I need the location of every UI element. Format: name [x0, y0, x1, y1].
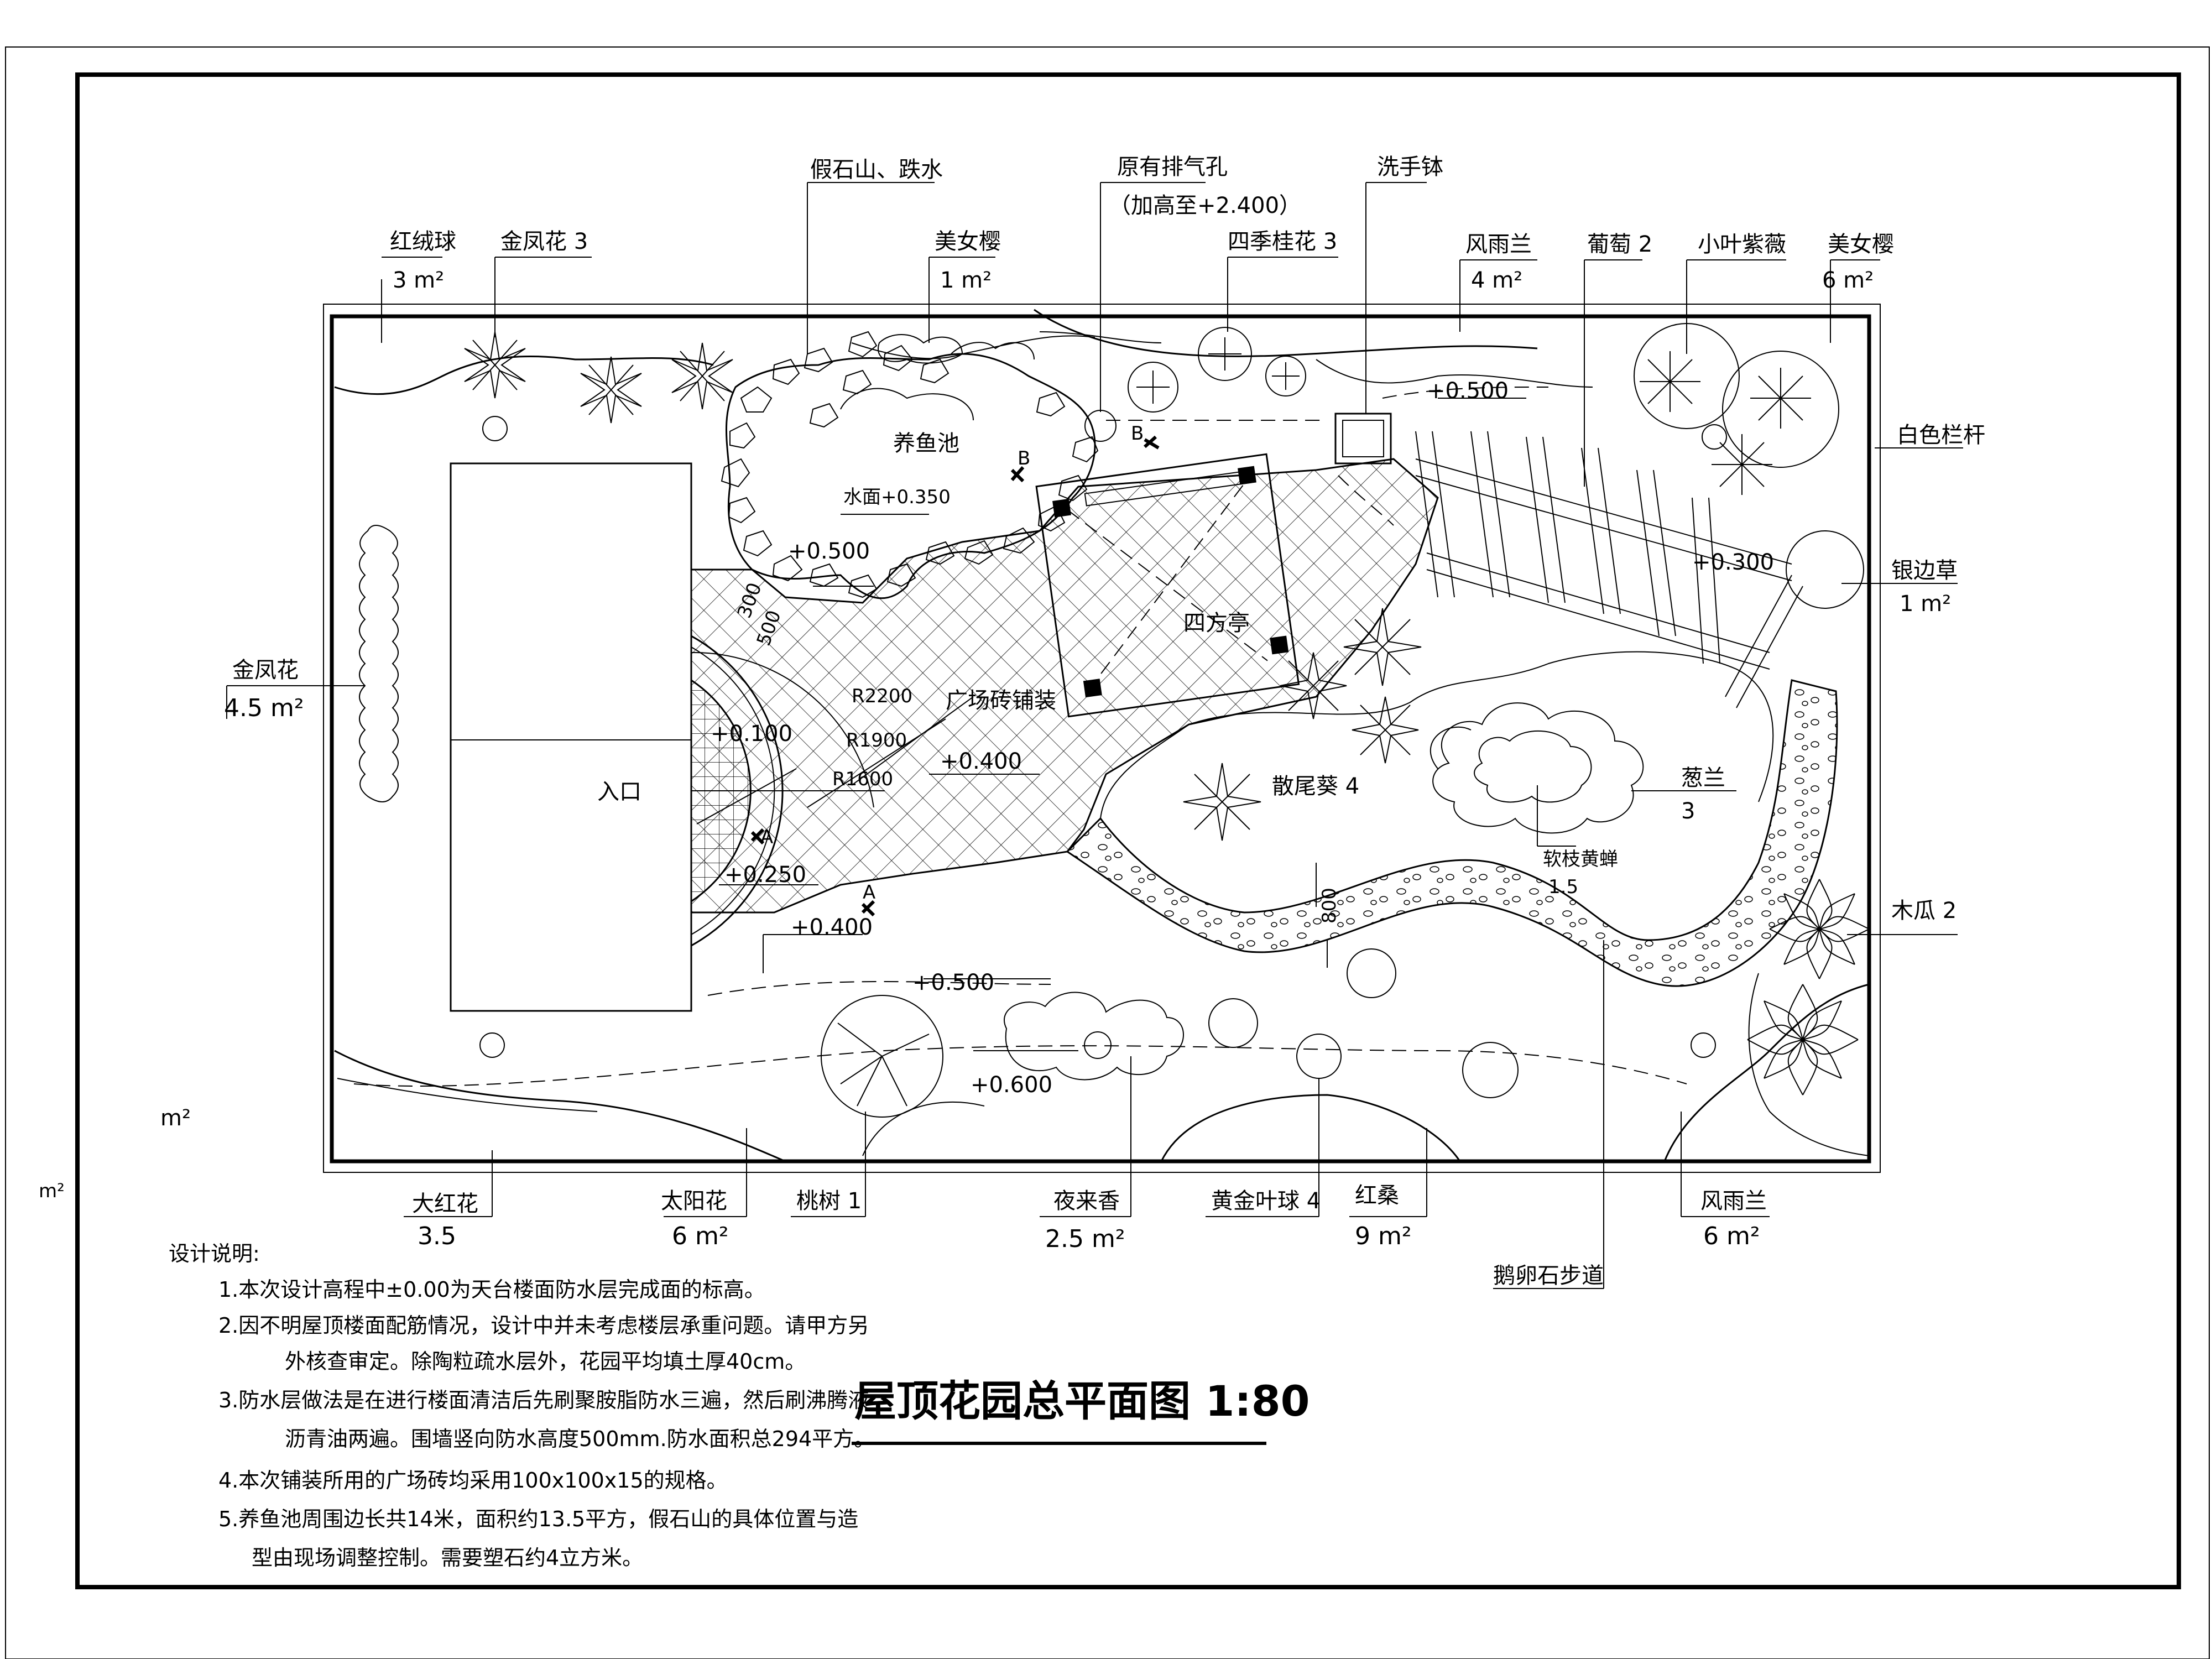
vent-hole [1084, 410, 1117, 442]
label-yelaixiang: 夜来香 [1053, 1188, 1120, 1214]
label-guangchang: 广场砖铺装 [946, 688, 1056, 713]
qty-fengyulan-top: 4 m² [1471, 268, 1522, 293]
note-2b: 外核查审定。除陶粒疏水层外，花园平均填土厚40cm。 [285, 1349, 806, 1374]
wash-basin [1334, 413, 1392, 465]
label-jinfenghua-top: 金凤花 3 [500, 229, 588, 254]
qty-meinvying-right: 6 m² [1822, 268, 1874, 293]
note-5a: 5.养鱼池周围边长共14米，面积约13.5平方，假石山的具体位置与造 [218, 1507, 858, 1531]
entrance-platform [450, 462, 692, 1012]
note-2a: 2.因不明屋顶楼面配筋情况，设计中并未考虑楼层承重问题。请甲方另 [218, 1313, 869, 1338]
elev-0600: +0.600 [971, 1072, 1052, 1098]
label-meinvying-top: 美女樱 [935, 229, 1001, 254]
label-yangyuchi: 养鱼池 [893, 431, 959, 456]
label-xiaoyeziwei: 小叶紫薇 [1698, 232, 1786, 257]
symbol-trees [464, 323, 1870, 1118]
qty-jinfenghua-left: 4.5 m² [224, 694, 304, 722]
elev-0100: +0.100 [711, 721, 792, 747]
elev-0500-pool: +0.500 [788, 539, 870, 564]
leader-lines [226, 182, 1963, 1289]
square-pavilion [1035, 453, 1300, 718]
note-3a: 3.防水层做法是在进行楼面清洁后先刷聚胺脂防水三遍，然后刷沸腾液 [218, 1388, 869, 1412]
section-a-lower: A [863, 881, 875, 904]
label-taoshu: 桃树 1 [796, 1188, 862, 1214]
label-hongsang: 红桑 [1355, 1183, 1399, 1208]
label-xishoubo: 洗手钵 [1377, 154, 1443, 180]
label-huangjinyeqiu: 黄金叶球 4 [1211, 1188, 1321, 1214]
night-jasmine-cloud [1004, 992, 1184, 1081]
labels: 红绒球 3 m² 金凤花 3 假石山、跌水 美女樱 1 m² 原有排气孔 （加高… [39, 154, 1985, 1570]
hedge-left [359, 525, 399, 802]
qty-dahonghua: 3.5 [418, 1222, 456, 1250]
elev-0400-low: +0.400 [791, 915, 873, 940]
qty-taiyanghua: 6 m² [672, 1222, 728, 1250]
dim-r1600: R1600 [832, 768, 893, 790]
label-baiselangan: 白色栏杆 [1897, 422, 1985, 448]
pebble-path [1066, 679, 1838, 987]
section-b-left: B [1018, 447, 1030, 469]
note-3b: 沥青油两遍。围墙竖向防水高度500mm.防水面积总294平方。 [285, 1427, 875, 1451]
dim-800: 800 [1318, 888, 1340, 924]
label-jinfenghua-left: 金凤花 [232, 658, 299, 683]
fish-pond-rockery [725, 353, 1096, 599]
label-dahonghua: 大红花 [412, 1191, 478, 1217]
label-sijiguihua: 四季桂花 3 [1228, 229, 1337, 254]
elev-0500-top: +0.500 [1427, 378, 1509, 404]
qty-meinvying-top: 1 m² [940, 268, 992, 293]
qty-yelaixiang: 2.5 m² [1045, 1225, 1125, 1253]
section-b-right: B [1131, 422, 1144, 445]
label-fengyulan-bottom: 风雨兰 [1700, 1188, 1767, 1214]
label-yinbiancao: 银边草 [1891, 558, 1958, 583]
notes-heading: 设计说明: [169, 1241, 260, 1266]
rockery-stones [721, 331, 1099, 598]
label-sanweikui: 散尾葵 4 [1272, 774, 1359, 799]
qty-ruanzhi: 1.5 [1548, 876, 1578, 898]
label-m2-edge: m² [39, 1180, 65, 1202]
label-mugua: 木瓜 2 [1891, 898, 1957, 924]
dim-r2200: R2200 [852, 685, 912, 707]
label-meinvying-right: 美女樱 [1828, 232, 1894, 257]
label-putao: 葡萄 2 [1587, 232, 1652, 257]
qty-conglan: 3 [1681, 799, 1695, 824]
label-taiyanghua: 太阳花 [661, 1188, 727, 1214]
label-fengyulan-top: 风雨兰 [1465, 232, 1532, 257]
label-hongrongqiu: 红绒球 [390, 229, 456, 254]
elev-0400-mid: +0.400 [940, 749, 1022, 774]
note-4: 4.本次铺装所用的广场砖均采用100x100x15的规格。 [218, 1468, 728, 1493]
roof-outline [323, 304, 1881, 1173]
elev-shuimian: 水面+0.350 [843, 486, 951, 508]
allamanda-cloud [1432, 702, 1644, 834]
drawing-title: 屋顶花园总平面图 1:80 [854, 1376, 1310, 1426]
label-jiashishan: 假石山、跌水 [810, 157, 943, 182]
qty-hongrongqiu: 3 m² [393, 268, 444, 293]
drawing-frame [75, 72, 2181, 1589]
label-rukou: 入口 [597, 779, 641, 805]
elev-0500-bottom: +0.500 [912, 970, 994, 995]
note-5b: 型由现场调整控制。需要塑石约4立方米。 [252, 1546, 643, 1570]
note-1: 1.本次设计高程中±0.00为天台楼面防水层完成面的标高。 [218, 1277, 765, 1302]
dim-r1900: R1900 [846, 729, 907, 752]
section-a-upper: A [760, 826, 773, 848]
label-ruanzhi: 软枝黄蝉 [1543, 848, 1618, 870]
qty-fengyulan-bottom: 6 m² [1703, 1222, 1760, 1250]
label-m2-left: m² [160, 1105, 191, 1131]
outer-frame [5, 46, 2210, 1659]
qty-yinbiancao: 1 m² [1900, 591, 1951, 617]
elev-0300: +0.300 [1692, 550, 1774, 575]
section-marks [750, 435, 1160, 917]
label-sifangting: 四方亭 [1183, 611, 1250, 636]
elev-0250: +0.250 [724, 862, 806, 888]
grape-trellis [1415, 431, 1803, 708]
qty-hongsang: 9 m² [1355, 1222, 1411, 1250]
label-conglan: 葱兰 [1681, 765, 1725, 791]
label-eluanshi: 鹅卵石步道 [1493, 1263, 1604, 1288]
label-paiqikong-sub: （加高至+2.400） [1109, 193, 1301, 218]
label-paiqikong: 原有排气孔 [1117, 154, 1228, 180]
